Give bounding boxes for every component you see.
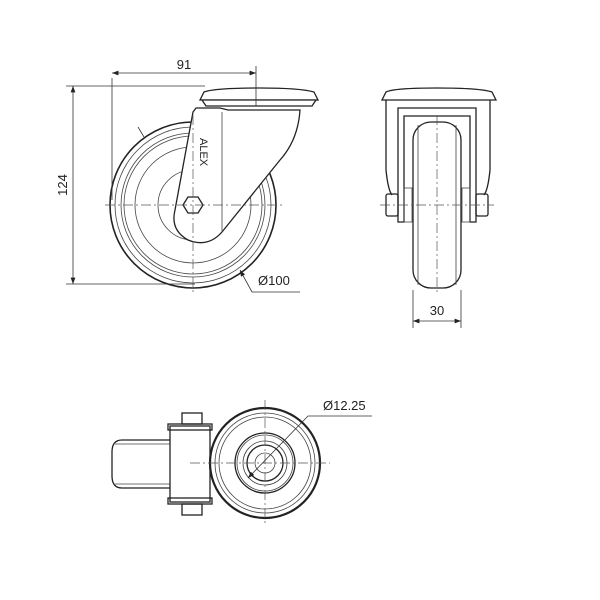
dimension-bore-diameter: Ø12.25 (323, 398, 366, 413)
dimension-diameter-100: Ø100 (258, 273, 290, 288)
top-plate (198, 87, 320, 107)
front-view: ALEX 91 124 Ø100 (55, 57, 320, 295)
dimension-30: 30 (430, 303, 444, 318)
brand-logo: ALEX (197, 138, 209, 167)
swivel-bracket (173, 107, 301, 244)
side-view: 30 (380, 87, 498, 328)
bottom-view: Ø12.25 (111, 398, 372, 525)
dimension-124: 124 (55, 174, 70, 196)
dimension-91: 91 (177, 57, 191, 72)
